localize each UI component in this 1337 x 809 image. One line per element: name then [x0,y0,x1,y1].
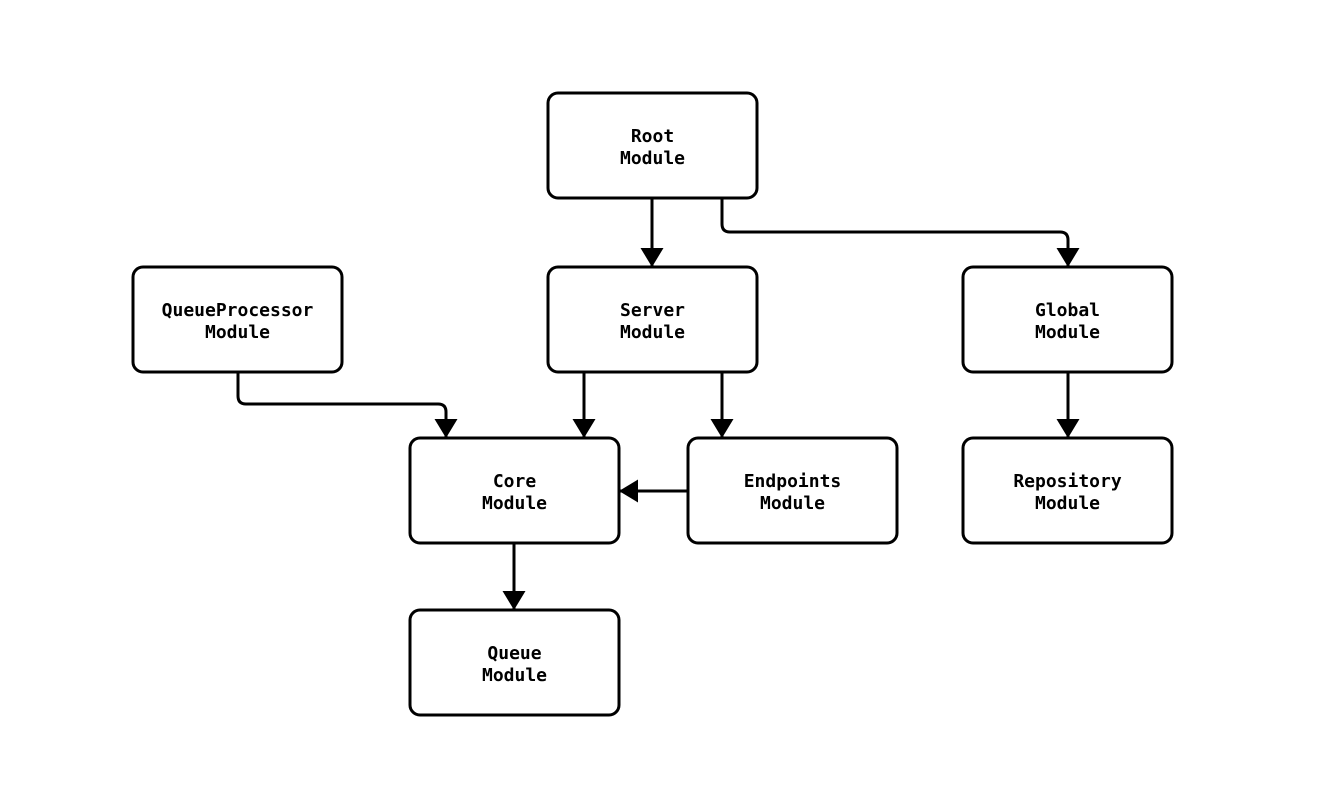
edge-root-to-global [720,198,1080,267]
node-box-endpoints [686,436,899,545]
node-box-queueprocessor [131,265,344,374]
node-box-server [546,265,759,374]
node-box-global [961,265,1174,374]
node-box-root [546,91,759,200]
edges-layer [236,198,1080,610]
node-box-core [408,436,621,545]
edge-queueprocessor-to-core [236,372,458,438]
node-box-repository [961,436,1174,545]
node-box-queue [408,608,621,717]
